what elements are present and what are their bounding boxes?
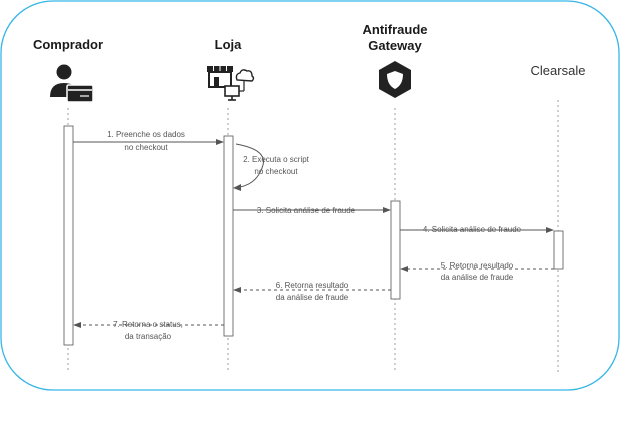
store-with-computer-cloud-icon xyxy=(207,66,255,101)
actor-antifraude-label-line1: Antifraude xyxy=(363,22,428,37)
shield-icon xyxy=(379,61,411,98)
message-7-label-line2: da transação xyxy=(125,332,172,341)
message-5-arrowhead xyxy=(400,266,408,272)
message-7-arrowhead xyxy=(73,322,81,328)
message-3-label: 3. Solicita análise de fraude xyxy=(257,206,356,215)
actor-clearsale-label: Clearsale xyxy=(531,63,586,78)
message-5-label-line1: 5. Retorna resultado xyxy=(441,261,514,270)
message-2-label-line2: no checkout xyxy=(254,167,298,176)
actor-antifraude-label-line2: Gateway xyxy=(368,38,422,53)
message-2-label-line1: 2. Executa o script xyxy=(243,155,310,164)
message-6-label-line1: 6. Retorna resultado xyxy=(276,281,349,290)
message-1-label-line2: no checkout xyxy=(124,143,168,152)
message-4-arrowhead xyxy=(546,227,554,233)
message-1-label-line1: 1. Preenche os dados xyxy=(107,130,185,139)
message-1-arrowhead xyxy=(216,139,224,145)
message-4-label: 4. Solicita análise de fraude xyxy=(423,225,522,234)
message-5-label-line2: da análise de fraude xyxy=(441,273,514,282)
diagram-frame xyxy=(0,0,620,391)
actor-loja-label: Loja xyxy=(215,37,242,52)
message-6-label-line2: da análise de fraude xyxy=(276,293,349,302)
buyer-with-card-icon xyxy=(50,64,94,103)
message-3-arrowhead xyxy=(383,207,391,213)
message-2-self-arrow xyxy=(235,143,264,188)
message-2-arrowhead xyxy=(233,184,241,191)
message-6-arrowhead xyxy=(233,287,241,293)
message-7-label-line1: 7. Retorna o status, xyxy=(113,320,183,329)
activation-antifraude xyxy=(390,200,401,300)
activation-loja xyxy=(223,135,234,337)
activation-comprador xyxy=(63,125,74,346)
activation-clearsale xyxy=(553,230,564,270)
actor-comprador-label: Comprador xyxy=(33,37,103,52)
